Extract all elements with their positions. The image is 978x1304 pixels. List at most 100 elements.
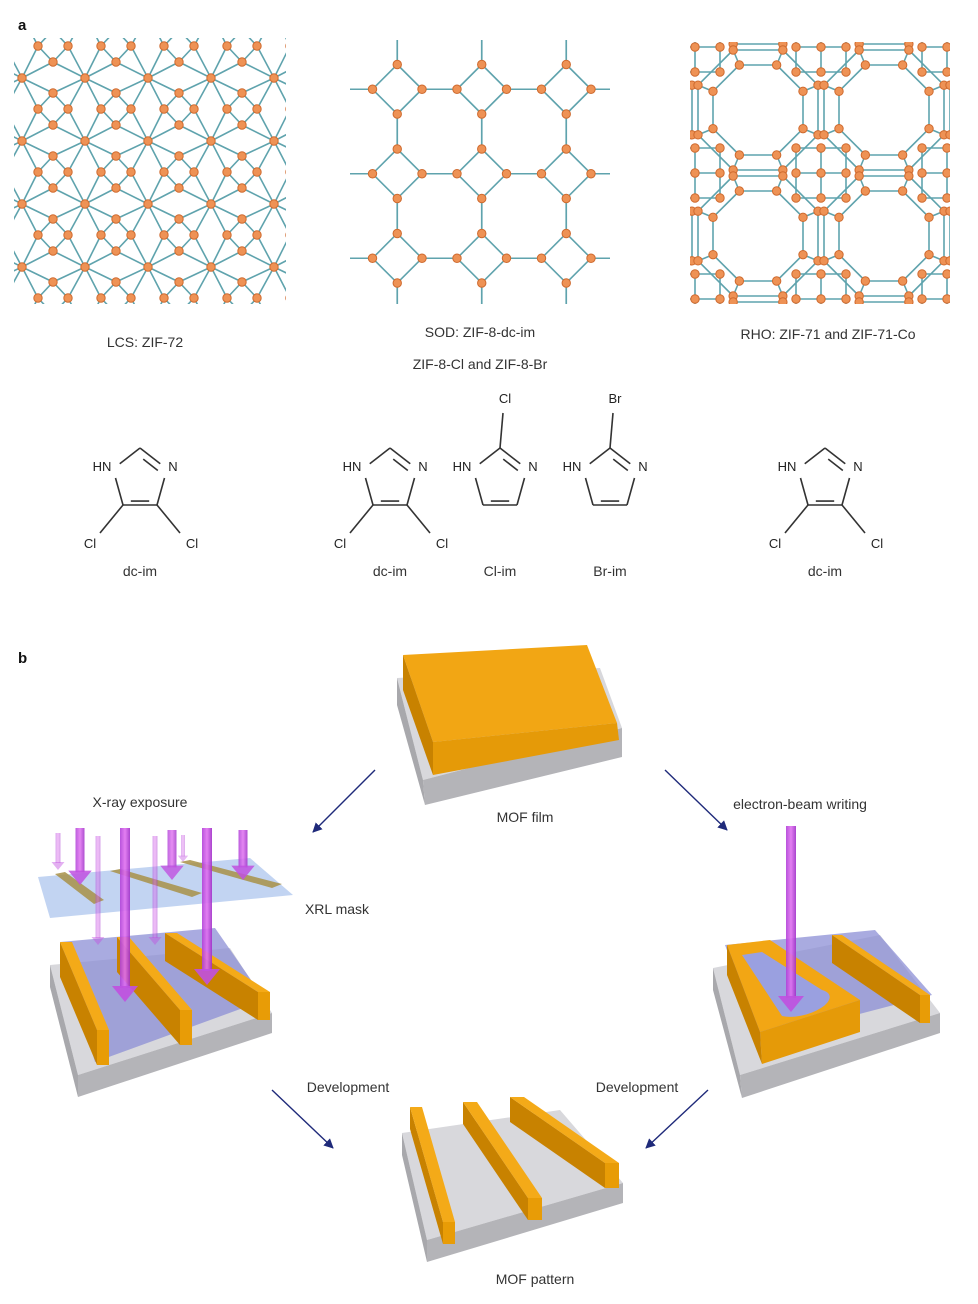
lattice-node [301,26,309,34]
lcs-lattice [0,0,387,397]
atom-hn: HN [93,459,112,474]
lattice-node [731,25,739,33]
beam-shaft [181,835,185,857]
lattice-edge [158,38,165,47]
lattice-node [309,314,317,322]
lattice-edge [274,330,305,345]
lattice-edge [566,402,591,427]
lattice-edge [305,0,337,15]
lattice-node [97,357,105,365]
lattice-edge [256,38,263,47]
lattice-edge [607,281,613,296]
lattice-node [583,213,591,221]
lattice-node [224,314,232,322]
sod-label-2: ZIF-8-Cl and ZIF-8-Br [413,356,548,372]
lattice-edge [14,136,23,142]
lattice-node [609,151,617,159]
lattice-node [364,121,372,129]
beam-shaft [167,830,177,868]
lattice-edge [21,140,54,157]
lattice-edge [651,155,657,170]
lattice-edge [396,88,423,115]
lattice-node [715,294,725,304]
lattice-node [269,73,279,83]
lattice-node [653,166,661,174]
lattice-node [284,170,292,178]
lattice-edge [626,65,651,90]
lattice-node [562,25,570,33]
lattice-node [798,123,808,134]
lattice-node [284,85,292,93]
lattice-edge [179,15,211,30]
lattice-node [316,294,324,302]
lattice-node [159,293,169,303]
lattice-edge [651,255,677,281]
lattice-edge [950,3,965,9]
lattice-edge [241,77,275,94]
lattice-node [175,310,183,318]
lattice-edge [273,77,286,103]
lattice-node [772,313,780,321]
lattice-node [646,277,654,285]
lattice-edge [965,129,978,155]
beam-shaft [152,836,158,938]
lattice-edge [0,298,5,314]
lattice-edge [710,402,735,427]
lattice-node [238,373,246,381]
lattice-edge [273,203,286,229]
lattice-edge [38,361,53,377]
lattice-node [716,18,724,26]
lattice-node [301,278,309,286]
lattice-node [925,339,933,347]
lattice-edge [228,343,253,368]
lattice-edge [565,88,592,115]
lattice-node [379,231,387,239]
lattice-node [252,41,262,51]
lattice-edge [566,343,591,368]
lattice-node [144,11,152,19]
lattice-edge [823,49,860,86]
lattice-node [940,383,948,391]
lattice-node [841,193,851,203]
lattice-edge [337,125,368,141]
lattice-node [814,5,822,13]
mof-pattern-label: MOF pattern [496,1271,575,1287]
lattice-node [647,194,655,202]
lattice-edge [368,156,383,172]
lattice-edge [456,148,483,175]
lattice-node [18,389,26,397]
lattice-edge [353,235,368,251]
lattice-node [96,167,106,177]
lattice-node [301,89,309,97]
lattice-node [207,11,215,19]
lattice-node [63,104,73,114]
bond [406,504,431,534]
lattice-edge [651,0,676,5]
lattice-edge [210,140,228,173]
lattice-edge [21,203,39,236]
lattice-node [671,339,679,347]
lattice-node [673,213,681,221]
lattice-node [673,250,681,258]
lattice-node [731,398,739,406]
lattice-node [96,104,106,114]
lattice-edge [803,3,818,9]
lattice-node [63,230,73,240]
beam-head [51,862,65,870]
lattice-edge [607,176,613,191]
lattice-edge [241,203,275,220]
lattice-edge [256,234,275,268]
lattice-edge [456,88,483,115]
lattice-edge [949,210,950,212]
lattice-edge [22,0,53,15]
lattice-edge [907,42,910,45]
lattice-edge [607,155,613,170]
lattice-node [309,194,317,202]
lattice-node [207,389,215,397]
lattice-node [269,262,279,272]
strip-front [97,1030,109,1065]
lattice-node [477,278,487,288]
lattice-node [897,186,908,196]
lattice-edge [256,77,275,110]
lattice-edge [210,171,228,205]
